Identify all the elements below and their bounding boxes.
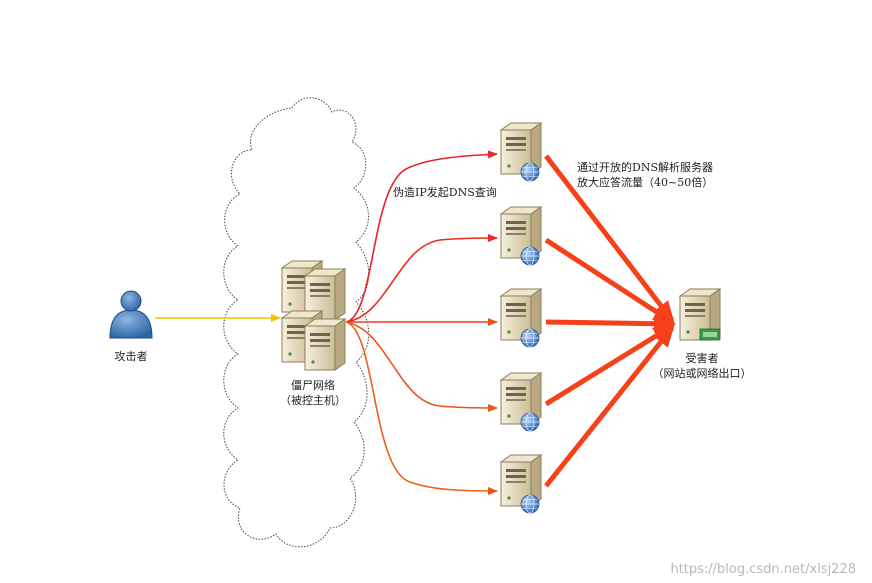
botnet-servers-icon	[281, 260, 346, 371]
botnet-cloud	[223, 97, 370, 548]
botnet-label: 僵尸网络 （被控主机）	[268, 378, 358, 408]
reply-arrow-1	[544, 154, 675, 324]
watermark: https://blog.csdn.net/xlsj228	[670, 562, 856, 577]
amplify-label: 通过开放的DNS解析服务器 放大应答流量（40~50倍）	[577, 160, 713, 190]
query-arrow-2	[345, 234, 498, 323]
query-arrow-1	[345, 150, 498, 323]
dns-server-icon-3	[500, 288, 542, 348]
reply-arrow-2	[544, 237, 676, 325]
reply-arrow-5	[544, 324, 675, 488]
spoof-query-label: 伪造IP发起DNS查询	[393, 186, 497, 199]
dns-server-icon-5	[500, 454, 542, 514]
attacker-label: 攻击者	[114, 350, 148, 363]
amplify-label-line1: 通过开放的DNS解析服务器	[577, 161, 713, 174]
botnet-label-line2: （被控主机）	[280, 394, 346, 407]
attacker-person-icon	[109, 290, 153, 339]
dns-server-icon-4	[500, 372, 542, 432]
amplify-label-line2: 放大应答流量（40~50倍）	[577, 176, 714, 189]
query-arrow-4	[345, 321, 498, 412]
reply-arrow-3	[545, 314, 676, 333]
botnet-label-line1: 僵尸网络	[291, 379, 335, 392]
dns-server-icon-2	[500, 206, 542, 266]
victim-server-icon	[679, 288, 721, 341]
victim-label: 受害者 （网站或网络出口）	[640, 351, 764, 381]
dns-server-icon-1	[500, 122, 542, 182]
victim-label-line1: 受害者	[685, 352, 719, 365]
query-arrow-5	[345, 321, 498, 495]
reply-arrow-4	[544, 323, 676, 407]
victim-label-line2: （网站或网络出口）	[652, 367, 752, 380]
